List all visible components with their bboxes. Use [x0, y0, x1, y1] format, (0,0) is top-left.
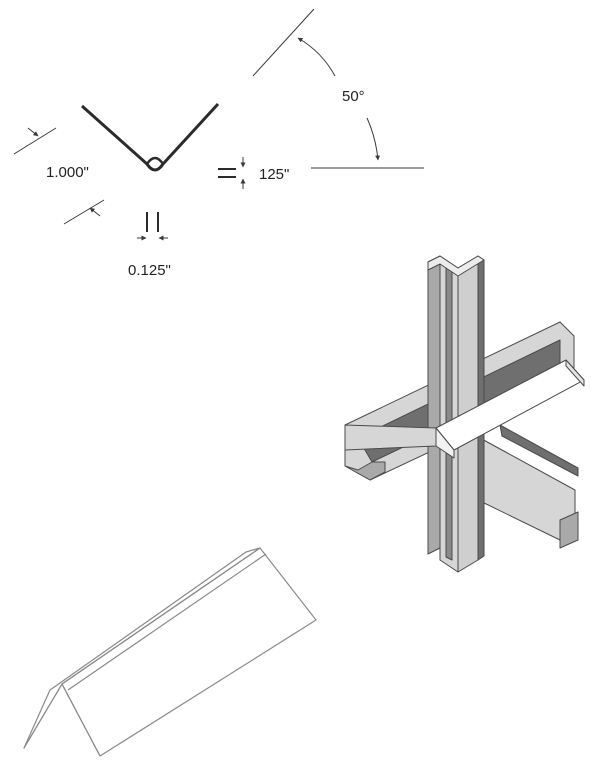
lower-web-shadow	[499, 424, 579, 477]
leg-length-label: 1.000"	[46, 164, 89, 181]
stud-assembly	[344, 255, 585, 573]
angle-profile	[81, 102, 220, 172]
profile-drawing: 1.000" 50° 125" 0.125"	[13, 8, 424, 279]
angle-label: 50°	[342, 88, 365, 105]
thickness-label: 125"	[259, 166, 289, 183]
stud-left-flange	[427, 255, 441, 555]
inner-radius-label: 0.125"	[128, 262, 171, 279]
stud-inner-lip	[445, 261, 453, 561]
bead-right-face	[61, 547, 317, 757]
angle-arc-upper	[297, 37, 336, 77]
leg-arrow-upper	[27, 127, 39, 137]
angle-bead	[23, 547, 317, 757]
track-lower-flange	[344, 461, 386, 481]
profile-notch	[145, 156, 165, 165]
leg-extension-upper	[13, 127, 57, 155]
bead-ridge-inner	[67, 553, 267, 691]
lower-web-flange	[559, 511, 579, 549]
leg-extension-lower	[63, 199, 105, 225]
bead-ridge	[61, 547, 261, 685]
header-end-face	[565, 359, 585, 387]
cross-track-left	[344, 424, 437, 451]
bead-end-profile	[23, 683, 101, 757]
leg-arrow-lower	[89, 207, 101, 217]
stud-top-cap	[427, 255, 485, 277]
angle-extension-upper	[252, 8, 315, 77]
angle-arc-lower	[366, 117, 381, 161]
